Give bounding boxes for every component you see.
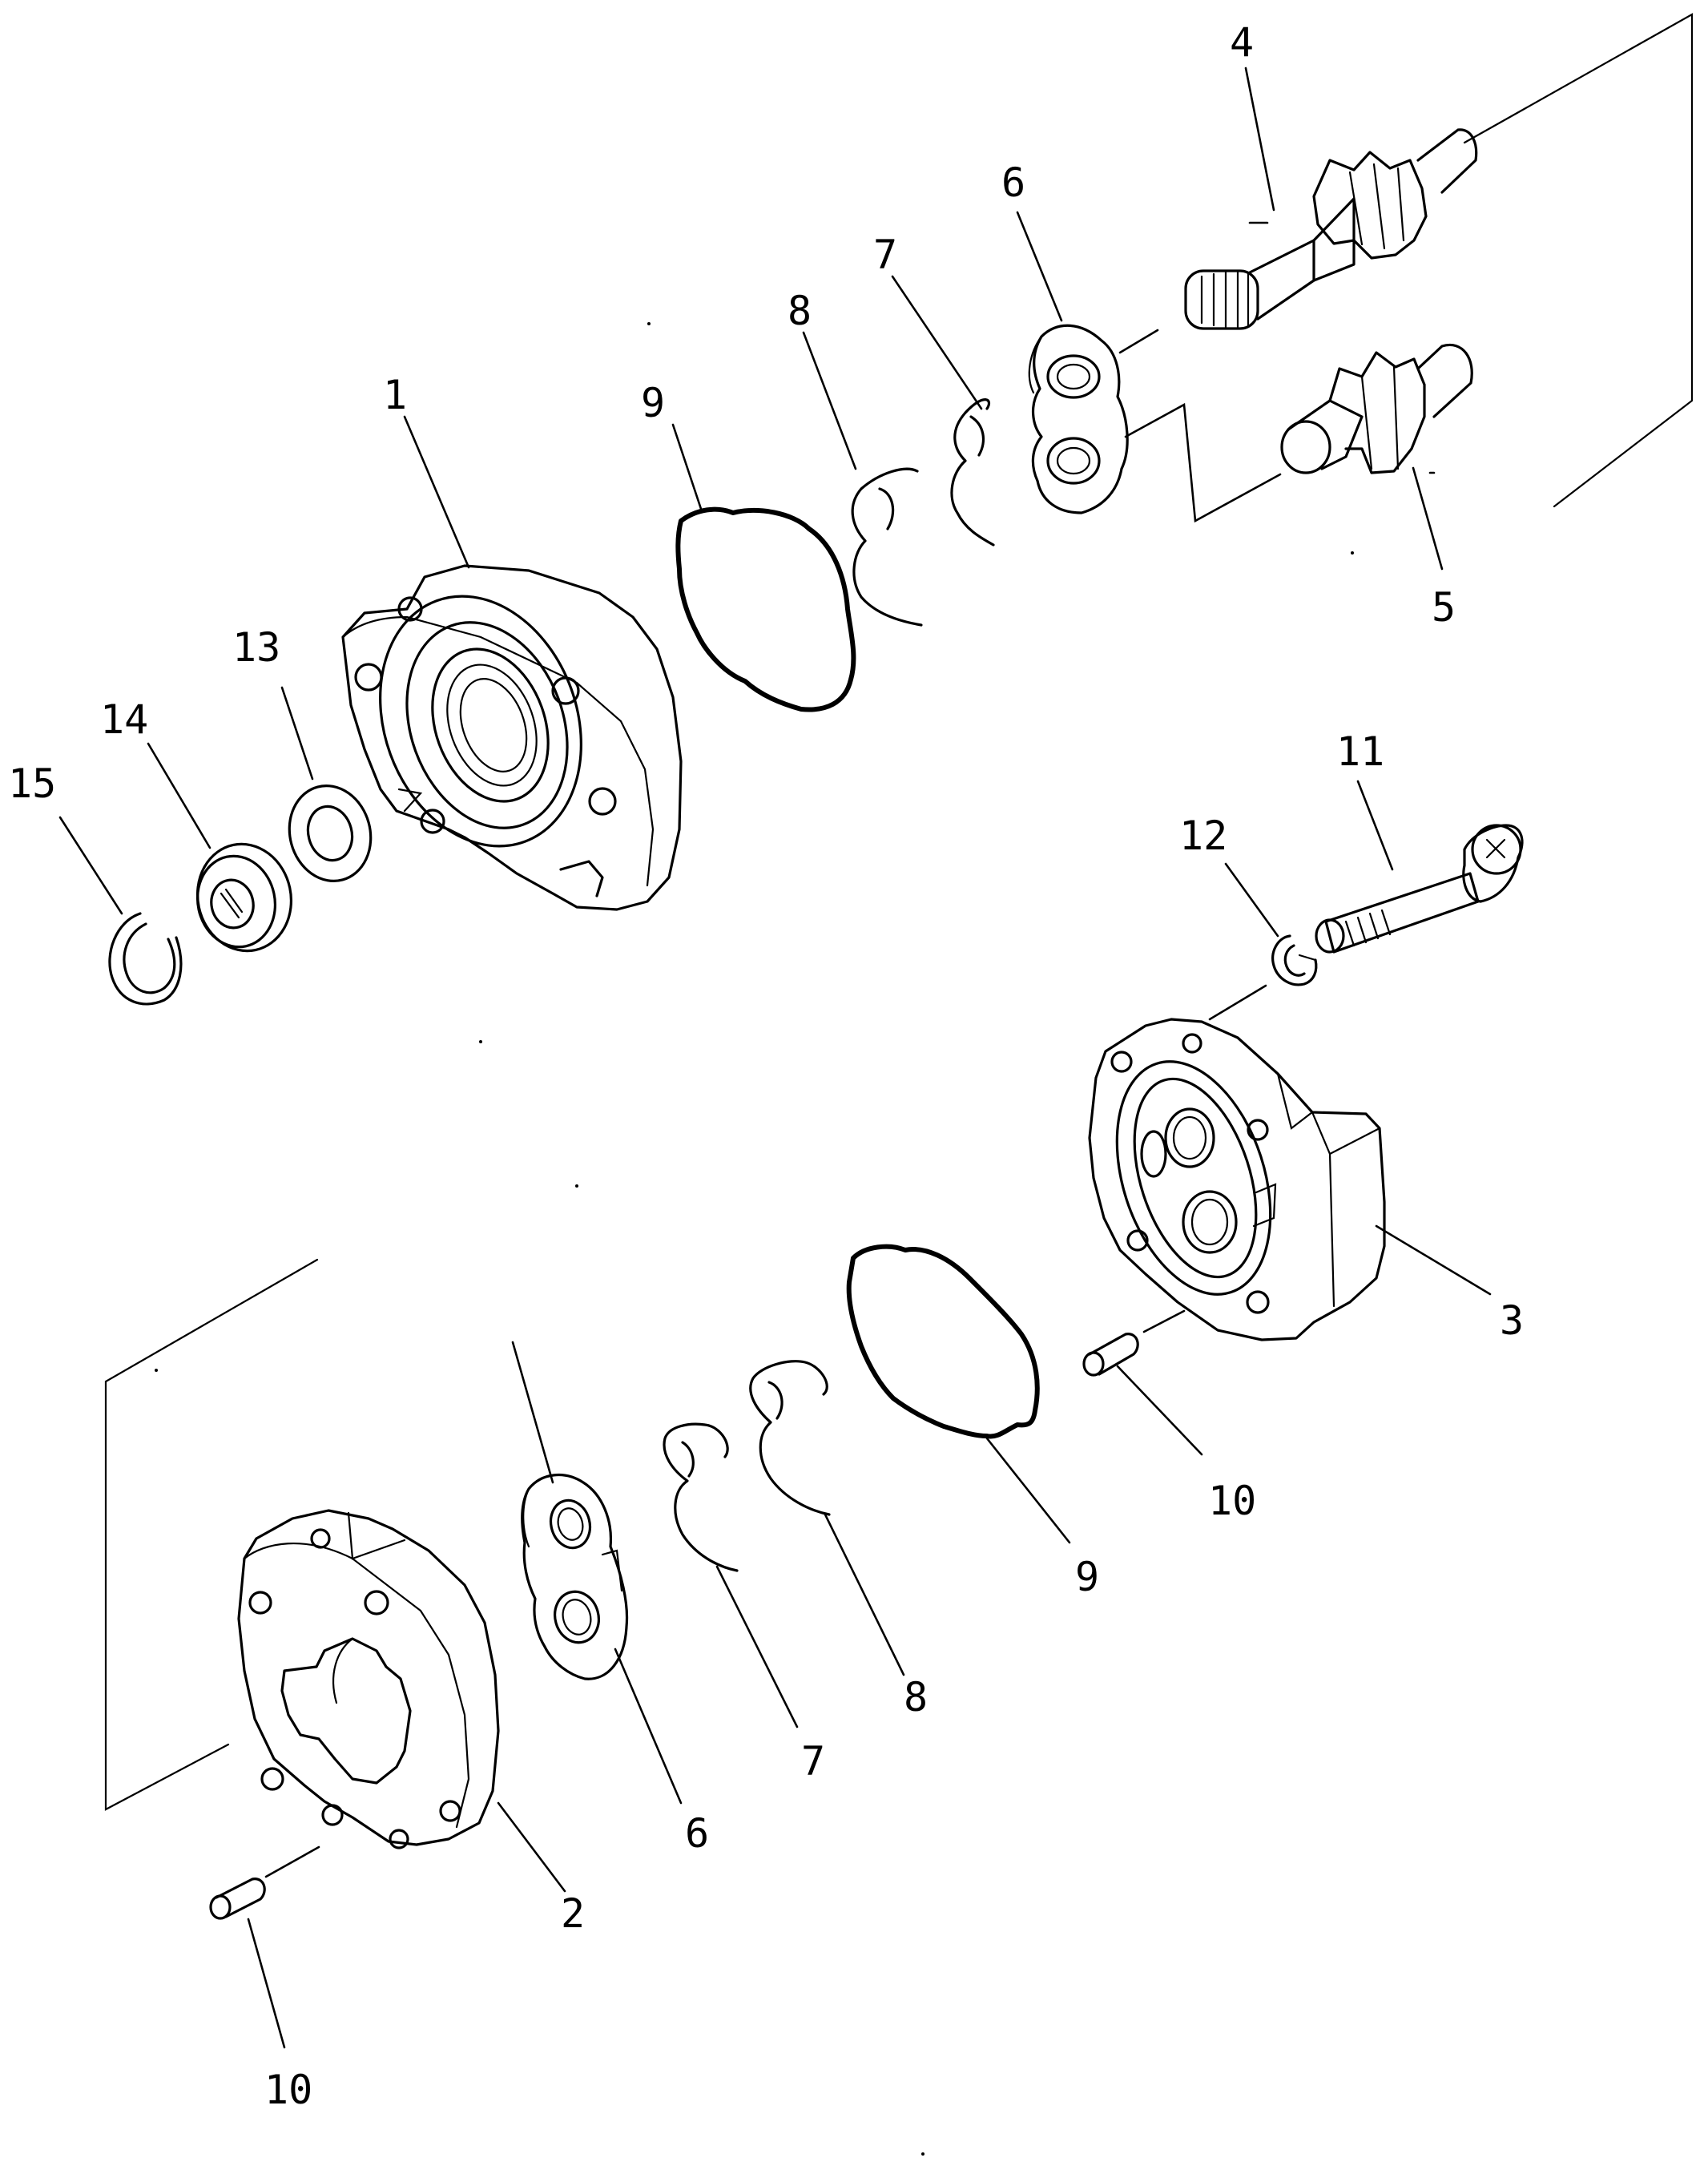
gear-housing-part-2: [237, 1509, 500, 1849]
callout-15: 15: [8, 760, 56, 807]
callout-9-upper: 9: [641, 380, 665, 426]
callout-3: 3: [1500, 1297, 1524, 1344]
seal-spring-upper-part-7: [950, 398, 995, 547]
callout-5: 5: [1432, 584, 1456, 631]
callout-12: 12: [1179, 813, 1227, 859]
callout-leaders: [58, 67, 1492, 2049]
seal-spring-lower-part-7: [663, 1422, 739, 1572]
callout-6-lower: 6: [685, 1810, 709, 1857]
seal-spring-upper-part-8: [851, 467, 923, 627]
lock-washer-part-12: [1271, 934, 1318, 986]
callout-2: 2: [561, 1890, 585, 1937]
axis-line-gear-5: [1124, 402, 1282, 523]
callout-7-lower: 7: [801, 1738, 825, 1785]
driven-gear-part-5: [1280, 343, 1473, 571]
callout-8-upper: 8: [788, 288, 812, 334]
callout-1: 1: [383, 372, 407, 418]
callout-13: 13: [232, 624, 280, 671]
seal-spring-lower-part-8: [749, 1360, 831, 1516]
assembly-frame-top-right: [1463, 13, 1694, 508]
bearing-part-14: [195, 842, 293, 953]
callout-10-left: 10: [264, 2067, 312, 2113]
o-ring-upper-part-9: [675, 506, 856, 712]
assembly-frame-bottom-left: [104, 1258, 319, 1811]
side-plate-lower-part-6: [521, 1473, 629, 1680]
axis-line-shaft-4: [1118, 329, 1159, 354]
dowel-pin-right-part-10: [1082, 1309, 1186, 1377]
front-cover-part-1: [341, 564, 683, 911]
callout-4: 4: [1230, 19, 1254, 66]
axis-line-bolt: [1208, 984, 1267, 1021]
side-plate-upper-part-6: [1028, 324, 1129, 514]
callout-10-right: 10: [1208, 1478, 1256, 1524]
scan-specks: [155, 322, 1354, 2156]
washer-part-13: [288, 785, 373, 882]
bolt-part-11: [1315, 824, 1524, 954]
callout-7-upper: 7: [873, 232, 897, 278]
callout-14: 14: [100, 696, 148, 743]
callout-8-lower: 8: [904, 1674, 928, 1720]
callout-6-upper: 6: [1001, 159, 1025, 206]
callout-labels: 1 2 3 4 5 6 6 7 7 8 8 9 9 10 10 11 12 13…: [8, 19, 1524, 2113]
callout-9-lower: 9: [1075, 1554, 1099, 1600]
snap-ring-part-15: [108, 912, 183, 1006]
drive-gear-shaft-part-4: [1184, 128, 1478, 330]
dowel-pin-left-part-10: [209, 1845, 320, 1920]
o-ring-lower-part-9: [846, 1244, 1040, 1439]
callout-11: 11: [1336, 728, 1384, 775]
rear-cover-part-3: [1088, 1018, 1386, 1341]
